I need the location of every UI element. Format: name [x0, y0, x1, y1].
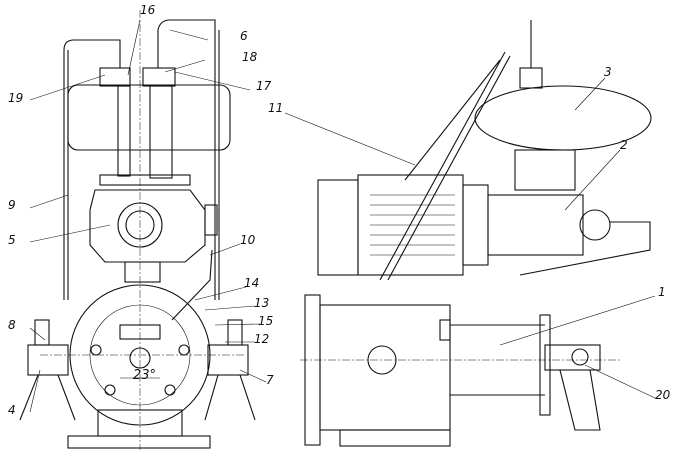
leader-lines [29, 19, 656, 413]
callout-4: 4 [8, 403, 16, 417]
callout-16: 16 [140, 3, 156, 17]
callout-20: 20 [655, 388, 671, 402]
callout-2: 2 [620, 138, 628, 152]
callout-8: 8 [8, 318, 16, 332]
callout-18: 18 [242, 50, 258, 64]
side-view [300, 20, 652, 447]
callout-5: 5 [8, 233, 16, 247]
callout-6: 6 [240, 29, 248, 43]
callout-9: 9 [8, 198, 16, 212]
callout-11: 11 [268, 101, 284, 115]
callout-10: 10 [240, 233, 256, 247]
callout-15: 15 [258, 314, 274, 328]
callout-13: 13 [254, 296, 270, 310]
callout-19: 19 [8, 91, 24, 105]
callout-7: 7 [266, 373, 274, 387]
callout-12: 12 [254, 332, 270, 346]
callout-14: 14 [244, 276, 260, 290]
callout-3: 3 [604, 65, 612, 79]
callout-1: 1 [658, 285, 666, 299]
callout-17: 17 [256, 79, 272, 93]
angle-dimension: 23° [133, 368, 157, 383]
front-view [19, 10, 256, 450]
